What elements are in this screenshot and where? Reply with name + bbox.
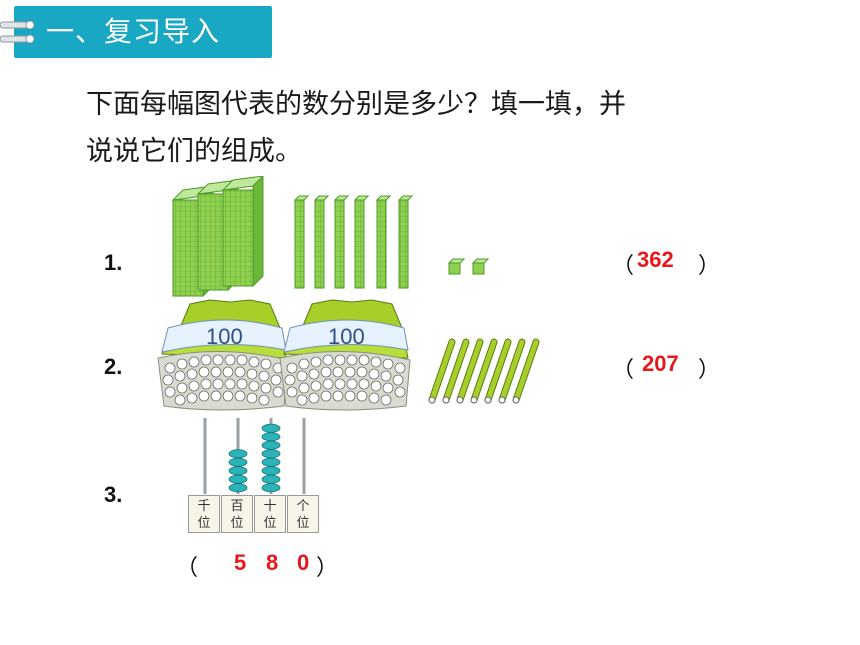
hundred-flat: [221, 176, 264, 288]
place-label-bottom: 位: [230, 516, 244, 531]
ten-rod: [313, 195, 330, 289]
answer-3-digit-ones: 0: [297, 550, 310, 575]
section-header-tab: [14, 6, 272, 58]
item-1-number: 1.: [104, 250, 123, 275]
abacus-bead: [228, 474, 248, 484]
figure-1-base-ten-blocks: [171, 176, 490, 298]
answer-3-digit-hundreds: 5: [234, 550, 247, 575]
single-stick: [470, 338, 498, 404]
single-stick: [512, 338, 540, 404]
ten-rod: [397, 195, 414, 289]
abacus-bead: [261, 432, 281, 442]
abacus-bead: [261, 457, 281, 467]
answer-2-value: 207: [642, 351, 679, 376]
single-sticks: [428, 338, 540, 404]
answer-2-open-paren: （: [612, 357, 635, 382]
place-label-top: 十: [263, 499, 277, 514]
bundle-2-label: 100: [328, 324, 365, 349]
question-line-1: 下面每幅图代表的数分别是多少？填一填，并: [86, 89, 626, 120]
hundred-stick-bundle: 100: [279, 299, 411, 411]
item-2-number: 2.: [104, 354, 123, 379]
abacus-bead: [228, 483, 248, 493]
answer-2-close-paren: ）: [698, 357, 721, 382]
abacus-bead: [261, 466, 281, 476]
ten-rod: [375, 195, 392, 289]
abacus-bead: [261, 449, 281, 459]
section-title: 一、复习导入: [46, 15, 221, 48]
abacus-bead: [261, 423, 281, 433]
single-stick: [442, 338, 470, 404]
question-line-2: 说说它们的组成。: [86, 136, 302, 167]
place-label-bottom: 位: [197, 516, 211, 531]
answer-3-open-paren: （: [176, 555, 199, 580]
hundred-stick-bundle: 100: [157, 299, 289, 411]
abacus-bead: [228, 457, 248, 467]
figure-3-abacus: [203, 418, 306, 494]
place-box-tens: 十 位: [254, 495, 286, 533]
item-3-number: 3.: [104, 482, 123, 507]
answer-1-close-paren: ）: [698, 253, 721, 278]
answer-1-open-paren: （: [612, 253, 635, 278]
ten-rod: [333, 195, 350, 289]
abacus-rods: [203, 418, 306, 494]
place-box-thousands: 千 位: [188, 495, 220, 533]
answer-3-close-paren: ）: [316, 555, 339, 580]
bundle-1-label: 100: [206, 324, 243, 349]
place-box-ones: 个 位: [287, 495, 319, 533]
answer-3-digit-tens: 8: [266, 550, 279, 575]
unit-cube: [471, 258, 490, 275]
place-label-top: 百: [230, 499, 244, 514]
abacus-bead: [261, 483, 281, 493]
ten-rod: [353, 195, 370, 289]
figure-2-stick-bundles: 100 100: [157, 299, 540, 411]
binder-rings-icon: [0, 20, 35, 44]
single-stick: [456, 338, 484, 404]
abacus-bead: [261, 440, 281, 450]
place-label-top: 千: [197, 499, 211, 514]
ten-rod: [293, 195, 310, 289]
abacus-bead: [228, 449, 248, 459]
single-stick: [484, 338, 512, 404]
place-label-bottom: 位: [296, 516, 310, 531]
place-label-bottom: 位: [263, 516, 277, 531]
place-label-top: 个: [296, 499, 310, 514]
place-box-hundreds: 百 位: [221, 495, 253, 533]
single-stick: [498, 338, 526, 404]
abacus-bead: [261, 474, 281, 484]
answer-1-value: 362: [637, 247, 674, 272]
single-stick: [428, 338, 456, 404]
unit-cube: [447, 258, 466, 275]
abacus-bead: [228, 466, 248, 476]
